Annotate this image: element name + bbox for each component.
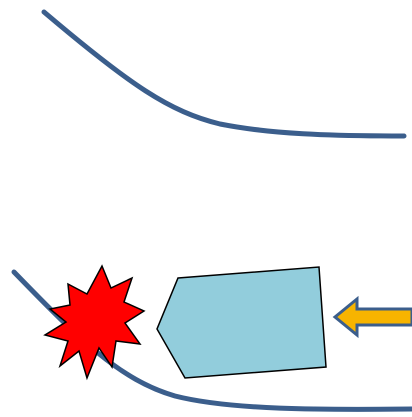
left-arrow-icon (332, 295, 412, 339)
upper-boundary-curve (41, 9, 407, 139)
vessel-block (156, 266, 327, 379)
collision-burst-icon (43, 264, 146, 381)
